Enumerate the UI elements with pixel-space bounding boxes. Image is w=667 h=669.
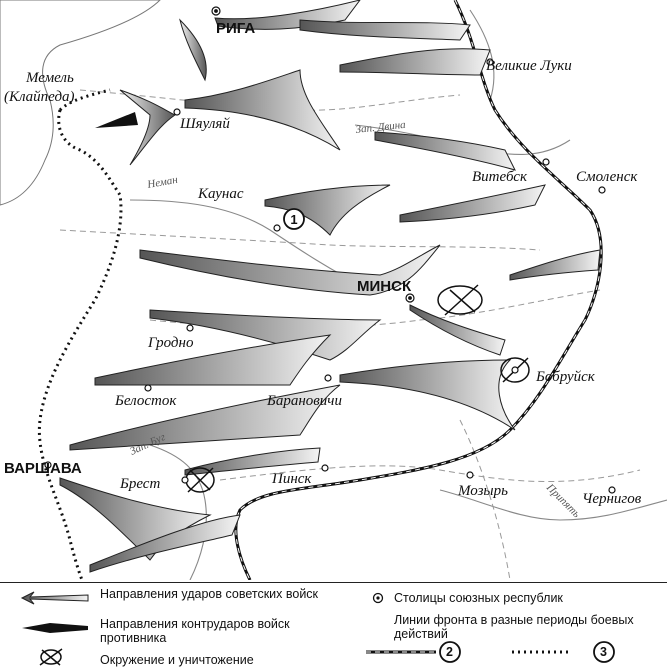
marker-1-circle	[283, 208, 305, 230]
label-bobruisk: Бобруйск	[535, 369, 596, 385]
attack-arrow-kaunas	[264, 184, 391, 236]
operation-map: 1 РИГА Мемель (Клайпеда) Шяуляй Каунас В…	[0, 0, 667, 580]
label-memel: Мемель	[25, 70, 74, 86]
label-warsaw: ВАРШАВА	[4, 460, 82, 477]
city-labels: РИГА Мемель (Клайпеда) Шяуляй Каунас Вел…	[4, 20, 642, 507]
attack-arrow-baranovichi	[339, 359, 516, 431]
attack-arrow-belostok	[94, 334, 332, 386]
label-belostok: Белосток	[114, 393, 177, 409]
legend-front-2-label: 2	[446, 645, 453, 659]
legend-front-lines: Линии фронта в разные периоды боевых дей…	[394, 613, 634, 641]
city-dots	[44, 6, 616, 494]
label-kaunas: Каунас	[197, 186, 244, 202]
label-grodno: Гродно	[147, 335, 194, 351]
attack-arrow-minsk-n	[139, 244, 441, 296]
attack-arrow-velikie	[339, 48, 491, 76]
label-baranovichi: Барановичи	[266, 393, 342, 409]
soviet-attack-arrows	[59, 0, 601, 573]
attack-arrow-grodno	[149, 309, 382, 361]
legend-enemy-counter: Направления контрударов войск противника	[100, 617, 290, 645]
front-line-3-top	[58, 88, 111, 112]
label-vitebsk: Витебск	[472, 169, 528, 185]
label-pripyat: Припять	[543, 481, 582, 520]
label-klaipeda: (Клайпеда)	[4, 89, 75, 105]
label-minsk: МИНСК	[357, 278, 412, 295]
label-brest: Брест	[119, 476, 160, 492]
soviet-arrow-icon	[20, 591, 89, 605]
attack-arrow-smolensk	[509, 249, 601, 281]
attack-arrow-shyaulyai	[184, 69, 341, 151]
front-2-circle	[439, 641, 461, 663]
map-legend: Направления ударов советских войск Напра…	[0, 582, 667, 669]
label-zap-dvina: Зап. Двина	[355, 119, 407, 136]
enemy-counter-arrow	[95, 112, 138, 128]
front-3-circle	[593, 641, 615, 663]
label-riga: РИГА	[216, 20, 255, 37]
label-pinsk: Пинск	[271, 471, 312, 487]
attack-arrow-bobruisk-minsk	[409, 304, 506, 356]
attack-arrow-brest	[184, 447, 321, 476]
label-neman: Неман	[145, 174, 179, 191]
legend-encirclement: Окружение и уничтожение	[100, 653, 254, 667]
front-line-3	[37, 109, 123, 580]
legend-soviet-attacks: Направления ударов советских войск	[100, 587, 319, 601]
label-chernigov: Чернигов	[582, 491, 642, 507]
attack-arrow-riga-2	[299, 19, 471, 41]
front-line-2-inner	[235, 0, 602, 580]
label-velikie-luki: Великие Луки	[486, 58, 572, 74]
capital-icon	[372, 592, 384, 604]
legend-front-3-label: 3	[600, 645, 607, 659]
attack-arrow-south	[89, 514, 241, 573]
baltic-coastline	[0, 0, 161, 206]
legend-capitals: Столицы союзных республик	[394, 591, 563, 605]
encirclement-icon	[39, 648, 63, 666]
attack-arrow-dvina	[374, 131, 516, 171]
attack-arrow-warsaw	[69, 384, 341, 451]
front-line-2-sample	[366, 650, 436, 654]
label-shyaulyai: Шяуляй	[179, 116, 230, 132]
attack-arrow-shyaulyai-w	[119, 89, 176, 166]
marker-1-label: 1	[290, 212, 297, 227]
attack-arrow-vitebsk	[399, 184, 546, 223]
attack-arrow-riga-s	[179, 18, 207, 82]
label-mozyr: Мозырь	[457, 483, 508, 499]
enemy-arrow-icon	[22, 623, 88, 633]
label-smolensk: Смоленск	[576, 169, 638, 185]
front-line-3-sample	[512, 650, 572, 654]
